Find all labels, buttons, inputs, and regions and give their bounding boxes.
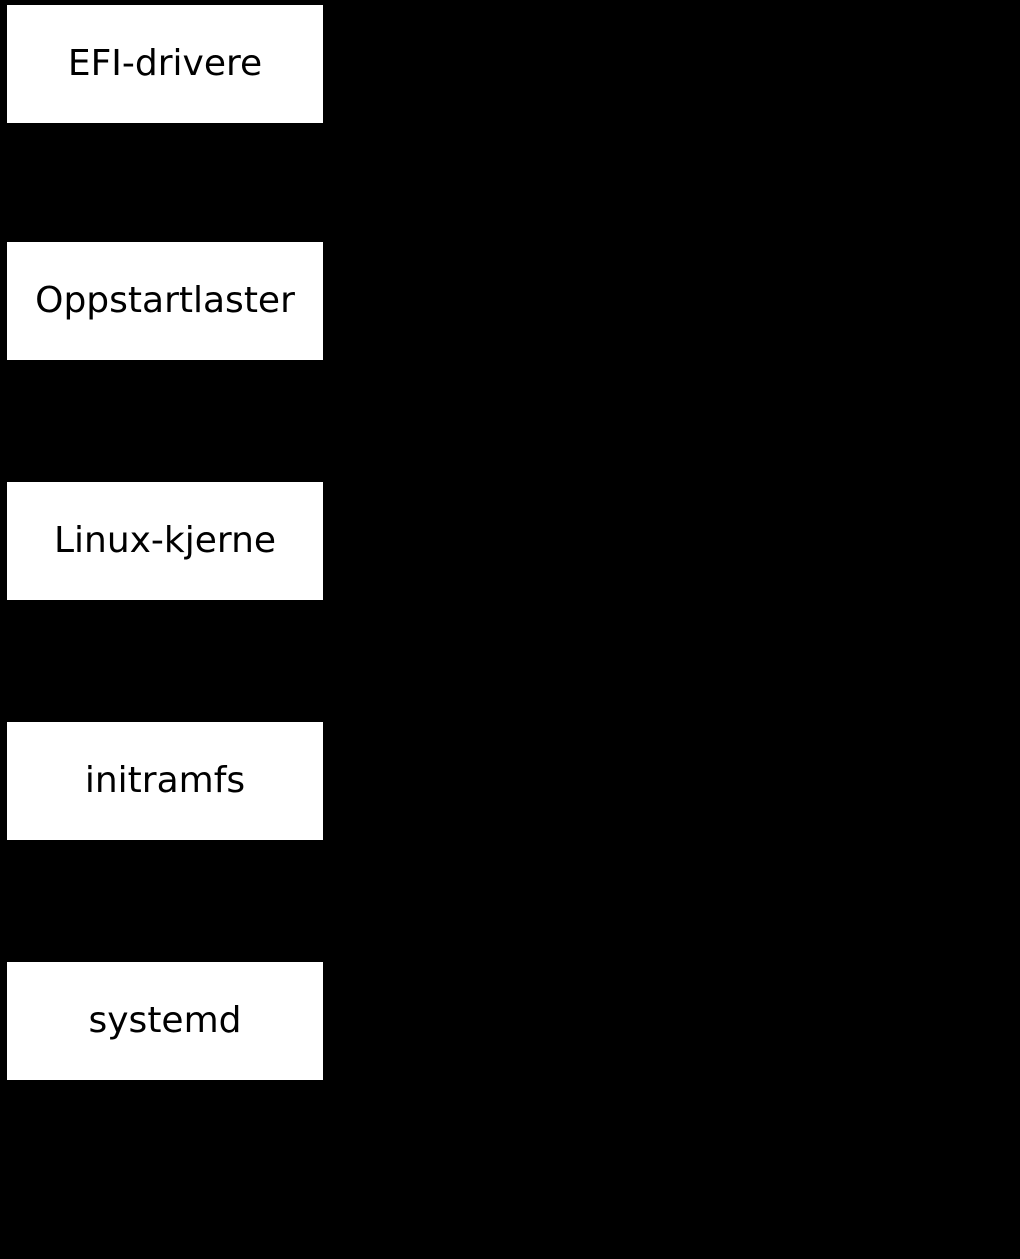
node-label-systemd: systemd [88, 1000, 242, 1041]
node-initramfs[interactable]: initramfs [7, 722, 323, 840]
node-label-bootloader: Oppstartlaster [35, 280, 295, 321]
node-bootloader[interactable]: Oppstartlaster [7, 242, 323, 360]
node-label-linux-kernel: Linux-kjerne [53, 520, 277, 561]
node-label-efi-drivers: EFI-drivere [67, 43, 263, 84]
node-linux-kernel[interactable]: Linux-kjerne [7, 482, 323, 600]
node-efi-drivers[interactable]: EFI-drivere [7, 5, 323, 123]
node-label-initramfs: initramfs [84, 760, 246, 801]
node-systemd[interactable]: systemd [7, 962, 323, 1080]
